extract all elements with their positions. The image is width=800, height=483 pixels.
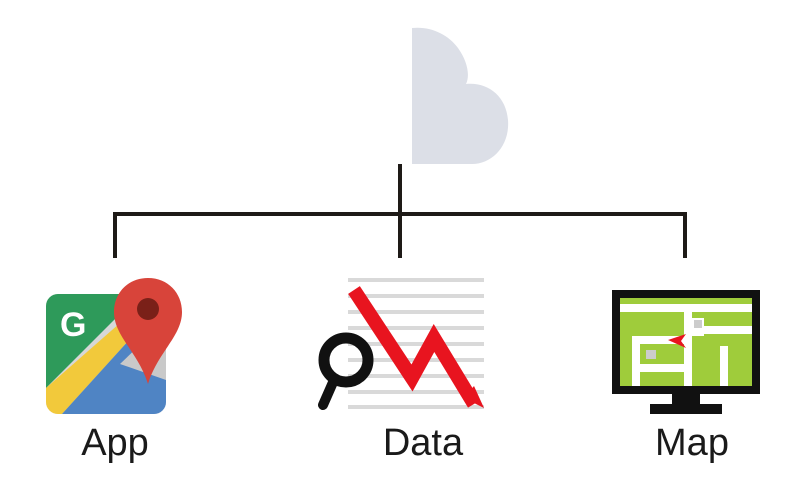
svg-text:G: G [60,306,86,344]
map-monitor-icon [612,290,760,414]
node-label-map: Map [655,422,729,464]
data-analysis-icon [318,278,484,410]
connector-tree [113,164,687,258]
google-maps-icon: G [46,278,182,414]
node-label-app: App [81,422,149,464]
node-label-data: Data [383,422,464,464]
cloud-icon [412,27,509,164]
magnifier-icon [318,332,374,410]
